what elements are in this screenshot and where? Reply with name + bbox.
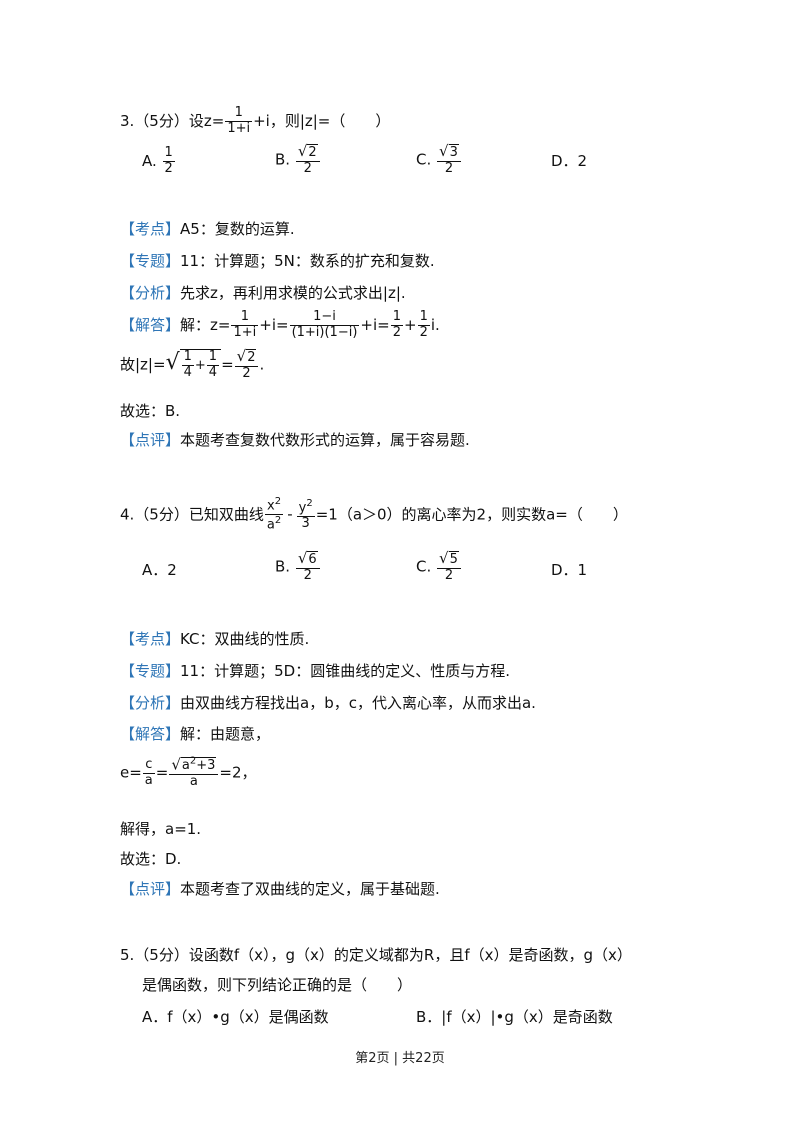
q5-option-a: A．f（x）•g（x）是偶函数: [142, 1008, 329, 1026]
q4-guxuan: 故选：D.: [120, 850, 182, 868]
q4-jieda: 【解答】解：由题意，: [120, 725, 271, 743]
q3-option-d: D．2: [551, 152, 588, 170]
page-footer: 第2页 | 共22页: [355, 1051, 445, 1066]
q4-option-d: D．1: [551, 561, 588, 579]
q4-jiede: 解得，a=1.: [120, 820, 202, 838]
q3-dianping: 【点评】本题考查复数代数形式的运算，属于容易题.: [120, 431, 470, 449]
q5-stem-line2: 是偶函数，则下列结论正确的是（ ）: [142, 976, 413, 994]
q4-option-a: A．2: [142, 561, 177, 579]
q3-guxuan: 故选：B.: [120, 402, 181, 420]
q5-stem-line1: 5.（5分）设函数f（x），g（x）的定义域都为R，且f（x）是奇函数，g（x）: [120, 946, 632, 964]
q4-fenxi: 【分析】由双曲线方程找出a，b，c，代入离心率，从而求出a.: [120, 694, 536, 712]
q4-zhuanti: 【专题】11：计算题；5D：圆锥曲线的定义、性质与方程.: [120, 662, 510, 680]
q5-option-b: B．|f（x）|•g（x）是奇函数: [416, 1008, 613, 1026]
q3-zhuanti: 【专题】11：计算题；5N：数系的扩充和复数.: [120, 252, 435, 270]
q4-kaodian: 【考点】KC：双曲线的性质.: [120, 630, 310, 648]
q4-dianping: 【点评】本题考查了双曲线的定义，属于基础题.: [120, 880, 440, 898]
q3-kaodian: 【考点】A5：复数的运算.: [120, 220, 295, 238]
q3-fenxi: 【分析】先求z，再利用求模的公式求出|z|.: [120, 284, 406, 302]
